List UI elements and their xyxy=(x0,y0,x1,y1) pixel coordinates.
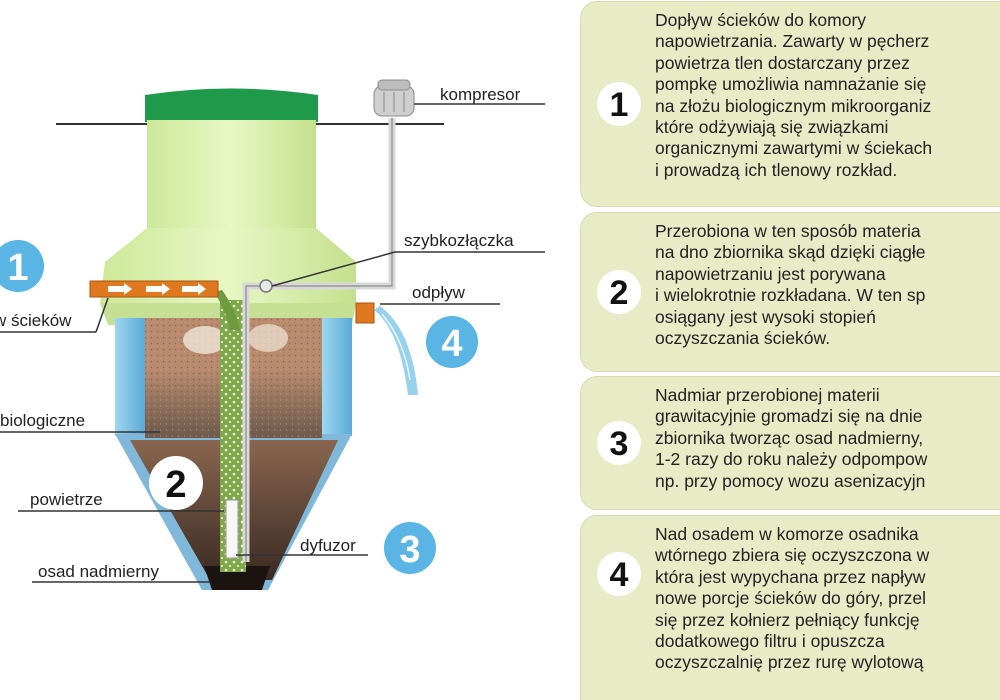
step-panel-4: 4 Nad osadem w komorze osadnika wtórnego… xyxy=(581,516,1000,700)
step-number-2: 2 xyxy=(597,270,641,314)
badge-4: 4 xyxy=(426,316,478,368)
tank-neck xyxy=(147,120,316,230)
diffuser xyxy=(225,499,239,559)
badge-3: 3 xyxy=(384,522,436,574)
step-text-2: Przerobiona w ten sposób materia na dno … xyxy=(655,221,926,349)
zloze-label: biologiczne xyxy=(0,411,85,430)
outer-wall-left xyxy=(115,318,145,436)
badge-1: 1 xyxy=(0,240,44,292)
svg-text:4: 4 xyxy=(441,323,462,365)
outlet-water xyxy=(374,306,418,395)
szybkozlaczka-leader xyxy=(271,251,396,287)
step-panel-2: 2 Przerobiona w ten sposób materia na dn… xyxy=(581,213,1000,371)
odplyw-label: odpływ xyxy=(412,283,466,302)
tank-lid xyxy=(145,88,318,122)
szybkozlaczka-label: szybkozłączka xyxy=(404,231,514,250)
overflow-stream xyxy=(214,290,240,330)
osad-label: osad nadmierny xyxy=(38,562,159,581)
svg-text:2: 2 xyxy=(165,464,186,506)
badge-2: 2 xyxy=(149,456,203,510)
doplyw-label: w ścieków xyxy=(0,311,72,330)
outer-wall-right xyxy=(322,318,352,436)
step-panel-1: 1 Dopływ ścieków do komory napowietrzani… xyxy=(581,2,1000,206)
svg-text:1: 1 xyxy=(7,247,28,289)
compressor xyxy=(373,79,415,117)
quick-coupler xyxy=(259,279,273,293)
foam-left xyxy=(183,326,227,354)
step-number-3: 3 xyxy=(597,421,641,465)
foam-right xyxy=(248,324,288,352)
step-number-4: 4 xyxy=(597,552,641,596)
step-panel-3: 3 Nadmiar przerobionej materii grawitacy… xyxy=(581,377,1000,509)
svg-text:3: 3 xyxy=(399,529,420,571)
step-text-4: Nad osadem w komorze osadnika wtórnego z… xyxy=(655,524,930,673)
powietrze-label: powietrze xyxy=(30,490,103,509)
outlet-pipe xyxy=(355,302,375,324)
step-number-1: 1 xyxy=(597,82,641,126)
step-text-1: Dopływ ścieków do komory napowietrzania.… xyxy=(655,10,933,180)
inlet-arrows xyxy=(108,283,206,295)
kompresor-label: kompresor xyxy=(440,85,521,104)
treatment-plant-diagram: kompresor szybkozłączka odpływ w ścieków… xyxy=(0,79,545,590)
dyfuzor-label: dyfuzor xyxy=(300,536,356,555)
step-text-3: Nadmiar przerobionej materii grawitacyjn… xyxy=(655,385,928,491)
